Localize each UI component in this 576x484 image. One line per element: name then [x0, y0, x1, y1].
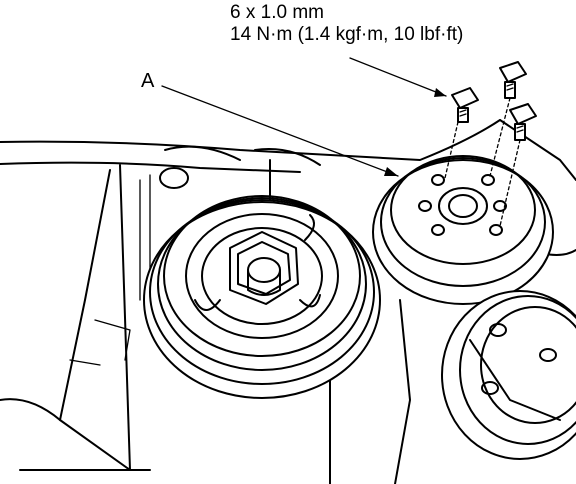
pulley-a	[372, 155, 554, 305]
bolt-1	[451, 87, 479, 123]
crankshaft-pulley	[143, 195, 381, 399]
compressor-pulley	[441, 290, 576, 460]
callout-a-label: A	[141, 70, 155, 92]
arrow-head-torque	[434, 88, 446, 97]
engine-outline	[0, 119, 576, 484]
bolt-size-label: 6 x 1.0 mm	[230, 2, 324, 23]
torque-spec-label: 14 N·m (1.4 kgf·m, 10 lbf·ft)	[230, 24, 464, 45]
bolt-3	[509, 103, 537, 141]
mounting-bolts	[444, 61, 537, 227]
arrow-head-a	[384, 167, 398, 176]
leader-lines	[161, 57, 447, 177]
bolt-2	[499, 61, 527, 99]
